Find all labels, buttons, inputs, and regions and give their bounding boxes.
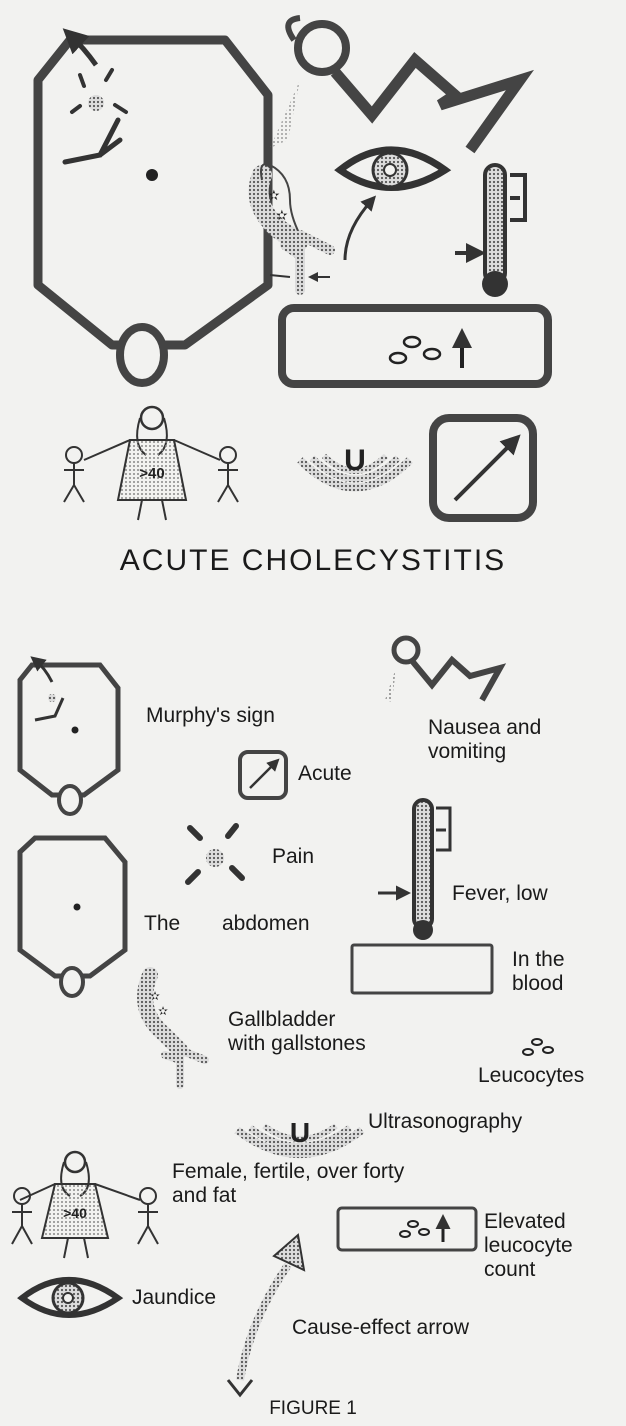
label-jaundice: Jaundice: [132, 1286, 216, 1310]
female-figures-large-icon: >40: [64, 407, 238, 520]
label-nausea-vomiting: Nausea and vomiting: [428, 716, 541, 764]
label-in-the-blood: In the blood: [512, 948, 565, 996]
age-badge-large: >40: [139, 465, 164, 482]
label-pain: Pain: [272, 845, 314, 869]
nausea-vomiting-large-icon: [270, 18, 520, 150]
cause-effect-arrow-icon: [228, 1235, 304, 1395]
jaundice-eye-icon: [22, 1280, 118, 1315]
acute-box-large-icon: [433, 418, 533, 518]
label-fever: Fever, low: [452, 882, 548, 906]
svg-text:✫: ✫: [268, 187, 280, 203]
pain-icon: [188, 826, 242, 882]
svg-text:✫: ✫: [150, 989, 160, 1003]
leucocytes-icon: [523, 1039, 553, 1055]
label-the: The: [144, 912, 180, 936]
svg-text:U: U: [344, 444, 366, 477]
svg-text:✫: ✫: [276, 207, 288, 223]
age-badge-small: >40: [63, 1205, 87, 1221]
label-acute: Acute: [298, 762, 352, 786]
ultrasound-large-icon: U: [300, 444, 410, 488]
svg-text:✫: ✫: [158, 1004, 168, 1018]
diagram-title: ACUTE CHOLECYSTITIS: [0, 544, 626, 578]
blood-box-large-icon: [282, 308, 548, 384]
elevated-count-icon: [338, 1208, 476, 1250]
eye-large-icon: [340, 150, 445, 188]
abdomen-small-icon: [20, 838, 125, 996]
ultrasound-small-icon: U: [237, 1117, 362, 1154]
thermometer-large-icon: [455, 165, 525, 297]
gallbladder-large-icon: ✫ ✫: [259, 164, 372, 290]
nausea-small-icon: [385, 638, 500, 702]
thermometer-small-icon: [378, 800, 450, 940]
female-figures-small-icon: >40: [12, 1152, 158, 1258]
svg-text:U: U: [290, 1117, 310, 1148]
label-ultrasonography: Ultrasonography: [368, 1110, 522, 1134]
label-cause-effect: Cause-effect arrow: [292, 1316, 469, 1340]
label-abdomen: abdomen: [222, 912, 310, 936]
label-female: Female, fertile, over forty and fat: [172, 1160, 404, 1208]
abdomen-murphy-small-icon: [20, 660, 118, 814]
figure-caption: FIGURE 1: [0, 1398, 626, 1420]
label-elevated-count: Elevated leucocyte count: [484, 1210, 573, 1282]
blood-box-small-icon: [352, 945, 492, 993]
gallbladder-small-icon: ✫ ✫: [145, 975, 205, 1085]
label-gallbladder: Gallbladder with gallstones: [228, 1008, 366, 1056]
label-leucocytes: Leucocytes: [478, 1064, 584, 1088]
label-murphys-sign: Murphy's sign: [146, 704, 275, 728]
acute-small-icon: [240, 752, 286, 798]
abdomen-large-icon: [38, 40, 268, 383]
murphys-sign-large-icon: [65, 35, 126, 162]
